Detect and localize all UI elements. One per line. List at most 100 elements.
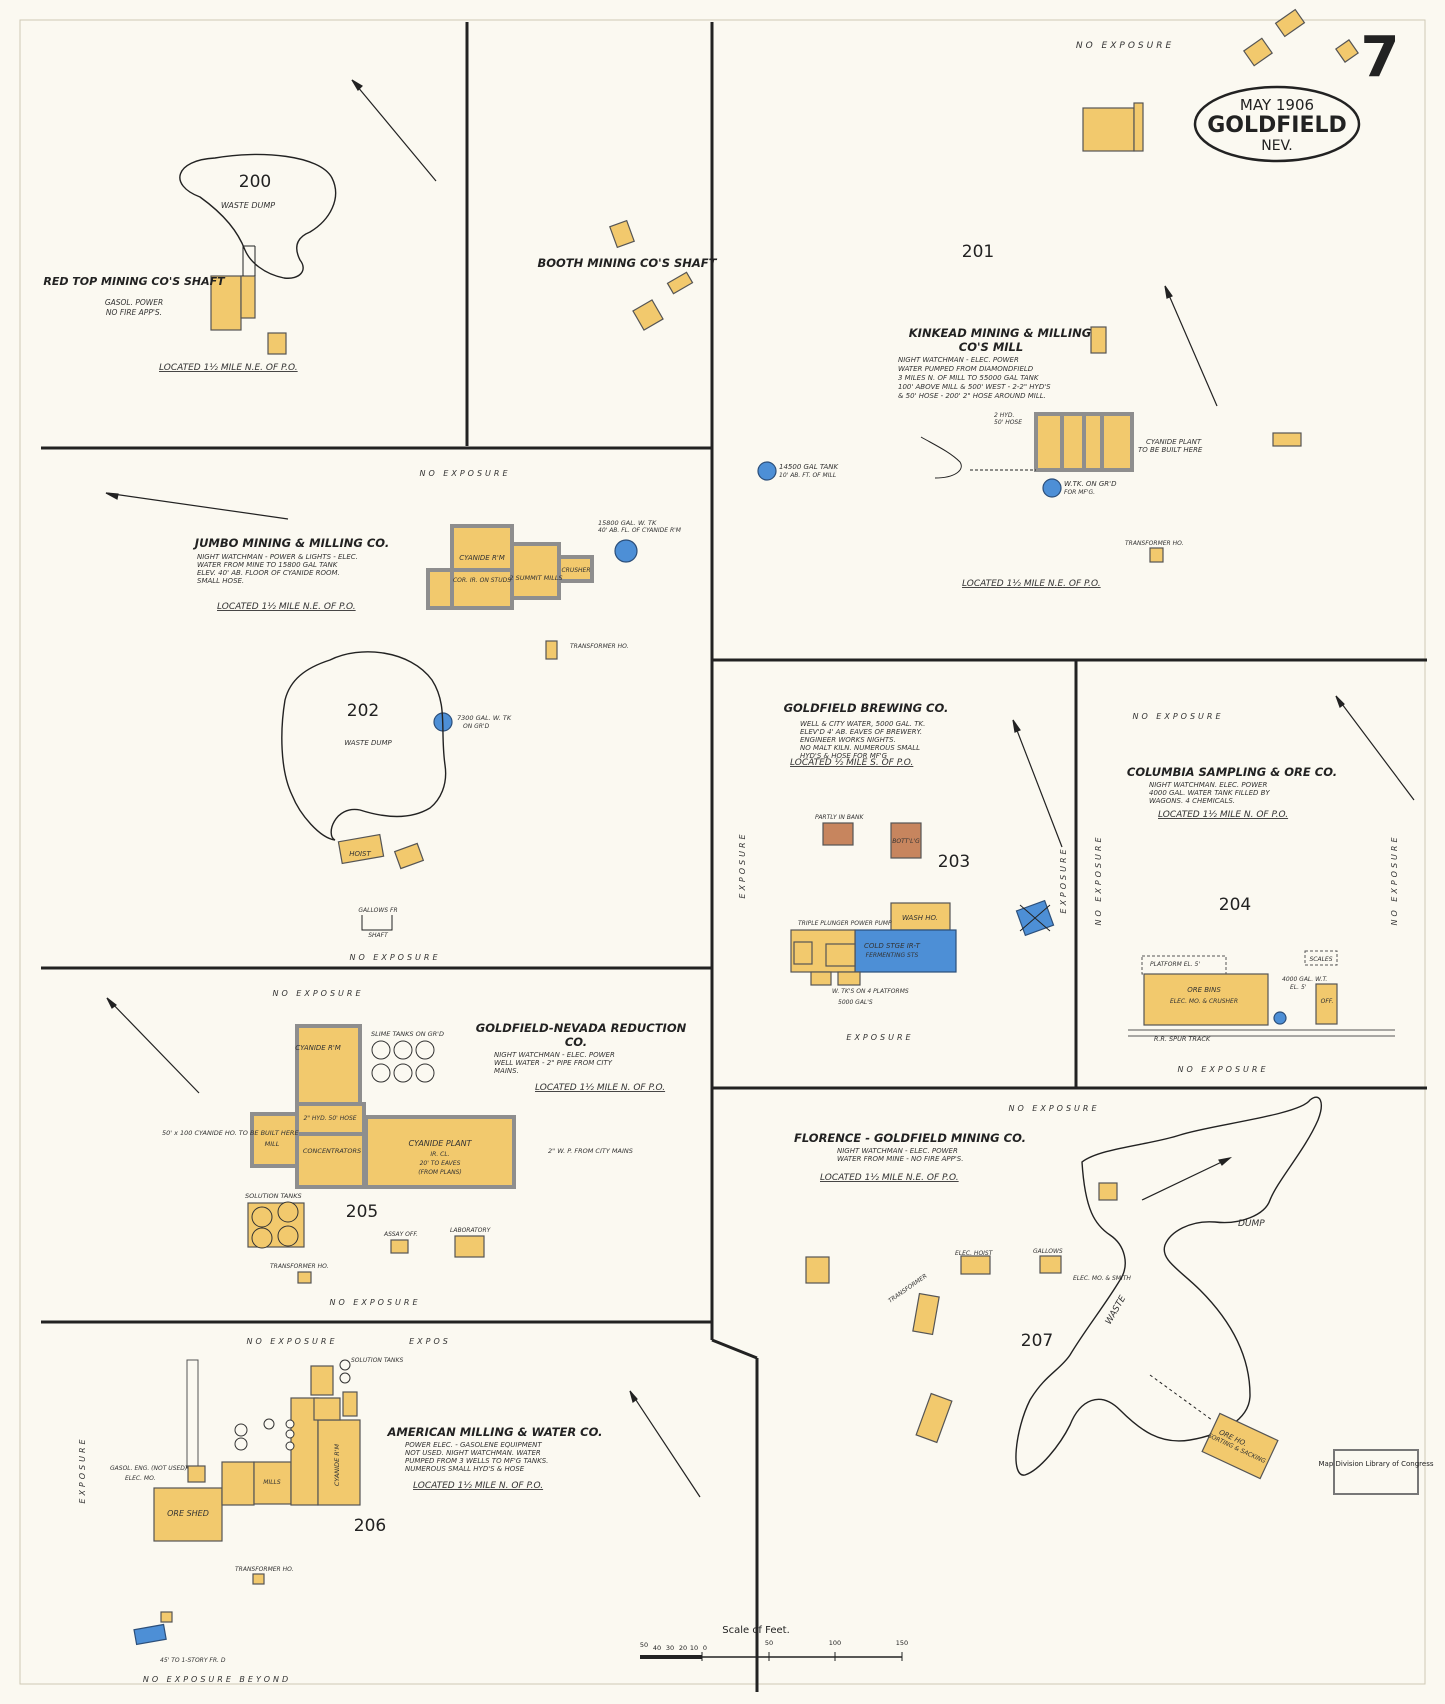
- svg-text:4000 GAL. WATER TANK FILLED BY: 4000 GAL. WATER TANK FILLED BY: [1149, 789, 1270, 797]
- svg-text:OFF.: OFF.: [1321, 998, 1334, 1005]
- svg-text:CRUSHER: CRUSHER: [561, 567, 590, 574]
- map-date: MAY 1906: [1240, 96, 1314, 114]
- svg-text:NO EXPOSURE: NO EXPOSURE: [1177, 1065, 1268, 1074]
- svg-text:7300 GAL. W. TK: 7300 GAL. W. TK: [457, 714, 512, 722]
- svg-text:TRANSFORMER HO.: TRANSFORMER HO.: [570, 643, 629, 650]
- svg-text:5000 GAL'S: 5000 GAL'S: [838, 999, 873, 1006]
- sheet-border: [19, 19, 1426, 1685]
- svg-text:ELEC. MO.: ELEC. MO.: [125, 1475, 156, 1482]
- block-number-206: 206: [354, 1516, 386, 1536]
- svg-text:NO EXPOSURE: NO EXPOSURE: [272, 989, 363, 998]
- svg-text:ORE SHED: ORE SHED: [167, 1509, 209, 1518]
- block-boundaries: [41, 22, 1427, 1692]
- kinkead-located: LOCATED 1½ MILE N.E. OF P.O.: [962, 579, 1101, 589]
- svg-text:GASOL. ENG. (NOT USED): GASOL. ENG. (NOT USED): [110, 1465, 187, 1472]
- svg-text:SMALL HOSE.: SMALL HOSE.: [197, 577, 244, 585]
- svg-text:100' ABOVE MILL & 500' WEST -: 100' ABOVE MILL & 500' WEST - 2-2" HYD'S: [898, 383, 1051, 391]
- svg-text:& 50' HOSE - 200' 2" HOSE AROU: & 50' HOSE - 200' 2" HOSE AROUND MILL.: [898, 392, 1046, 400]
- block-205: NO EXPOSURE GOLDFIELD-NEVADA REDUCTION C…: [162, 989, 687, 1307]
- red-top-located: LOCATED 1½ MILE N.E. OF P.O.: [159, 363, 298, 373]
- no-exposure-top: NO EXPOSURE: [1076, 41, 1174, 51]
- cold-storage: [854, 929, 957, 973]
- svg-text:GALLOWS FR: GALLOWS FR: [358, 907, 397, 914]
- columbia-located: LOCATED 1½ MILE N. OF P.O.: [1158, 810, 1288, 820]
- svg-text:HOIST: HOIST: [349, 850, 371, 858]
- wash-house: [890, 902, 951, 931]
- brewing-title: GOLDFIELD BREWING CO.: [784, 701, 949, 715]
- svg-text:NO EXPOSURE BEYOND: NO EXPOSURE BEYOND: [143, 1675, 291, 1684]
- svg-text:BOTT'L'G: BOTT'L'G: [892, 838, 920, 845]
- svg-text:2 HYD.: 2 HYD.: [994, 412, 1015, 419]
- kinkead-title-1: KINKEAD MINING & MILLING: [909, 326, 1091, 340]
- svg-text:NO EXPOSURE: NO EXPOSURE: [349, 953, 440, 962]
- svg-text:NO EXPOSURE: NO EXPOSURE: [1132, 712, 1223, 721]
- red-top-title: RED TOP MINING CO'S SHAFT: [43, 275, 226, 288]
- svg-text:LABORATORY: LABORATORY: [450, 1227, 492, 1234]
- jumbo-located: LOCATED 1½ MILE N.E. OF P.O.: [217, 602, 356, 612]
- columbia-title: COLUMBIA SAMPLING & ORE CO.: [1127, 765, 1337, 779]
- block-number-205: 205: [346, 1202, 378, 1222]
- block-number-200: 200: [239, 172, 271, 192]
- svg-text:SCALES: SCALES: [1309, 956, 1332, 963]
- map-state: NEV.: [1261, 138, 1293, 154]
- svg-text:50' HOSE: 50' HOSE: [994, 419, 1022, 426]
- block-204: NO EXPOSURE COLUMBIA SAMPLING & ORE CO. …: [1094, 712, 1399, 1074]
- svg-text:HYD'S & HOSE FOR MF'G: HYD'S & HOSE FOR MF'G: [800, 752, 888, 760]
- svg-text:NIGHT WATCHMAN - ELEC. POWER: NIGHT WATCHMAN - ELEC. POWER: [898, 356, 1019, 364]
- svg-text:ENGINEER WORKS NIGHTS.: ENGINEER WORKS NIGHTS.: [800, 736, 896, 744]
- block-number-204: 204: [1219, 895, 1251, 915]
- svg-text:WASTE DUMP: WASTE DUMP: [344, 739, 392, 747]
- booth-shaft: BOOTH MINING CO'S SHAFT: [537, 219, 718, 331]
- title-cartouche: MAY 1906 GOLDFIELD NEV.: [1193, 85, 1361, 163]
- goldfield-nevada-located: LOCATED 1½ MILE N. OF P.O.: [535, 1083, 665, 1093]
- svg-text:0: 0: [703, 1644, 707, 1652]
- florence-title: FLORENCE - GOLDFIELD MINING CO.: [794, 1131, 1026, 1145]
- svg-text:3 MILES N. OF MILL TO 55000 GA: 3 MILES N. OF MILL TO 55000 GAL TANK: [898, 374, 1040, 382]
- svg-text:PARTLY IN BANK: PARTLY IN BANK: [815, 814, 864, 821]
- block-207: NO EXPOSURE FLORENCE - GOLDFIELD MINING …: [794, 1096, 1322, 1480]
- svg-text:COLD STGE IR-T: COLD STGE IR-T: [864, 942, 921, 950]
- svg-text:NO EXPOSURE: NO EXPOSURE: [329, 1298, 420, 1307]
- red-top-note-2: NO FIRE APP'S.: [106, 308, 162, 317]
- svg-text:WATER PUMPED FROM DIAMONDFIELD: WATER PUMPED FROM DIAMONDFIELD: [898, 365, 1034, 373]
- brewing-located: LOCATED ½ MILE S. OF P.O.: [790, 758, 913, 768]
- svg-text:WATER FROM MINE - NO FIRE APP': WATER FROM MINE - NO FIRE APP'S.: [837, 1155, 963, 1163]
- svg-text:EL. 5': EL. 5': [1290, 984, 1307, 991]
- waste-dump-202: [281, 651, 447, 841]
- svg-text:CYANIDE PLANT: CYANIDE PLANT: [408, 1139, 472, 1148]
- svg-text:150: 150: [896, 1639, 908, 1647]
- ore-shed: [153, 1487, 223, 1542]
- svg-text:WATER FROM MINE TO 15800 GAL T: WATER FROM MINE TO 15800 GAL TANK: [197, 561, 339, 569]
- svg-text:CONCENTRATORS: CONCENTRATORS: [303, 1147, 361, 1155]
- svg-text:TRANSFORMER HO.: TRANSFORMER HO.: [235, 1566, 294, 1573]
- svg-text:NO EXPOSURE: NO EXPOSURE: [1390, 834, 1399, 925]
- ore-house: [1201, 1412, 1279, 1480]
- svg-text:ASSAY OFF.: ASSAY OFF.: [383, 1231, 418, 1238]
- water-tank-14500: [757, 461, 777, 481]
- svg-text:40' AB. FL. OF CYANIDE R'M: 40' AB. FL. OF CYANIDE R'M: [598, 527, 682, 534]
- svg-text:POWER ELEC. - GASOLENE EQUIPME: POWER ELEC. - GASOLENE EQUIPMENT: [405, 1441, 542, 1449]
- svg-text:MAINS.: MAINS.: [494, 1067, 519, 1075]
- svg-text:GALLOWS: GALLOWS: [1033, 1248, 1063, 1255]
- block-202: NO EXPOSURE 15800 GAL. W. TK 40' AB. FL.…: [193, 469, 682, 962]
- ore-bins: [1143, 973, 1269, 1026]
- svg-text:ELEC. MO. & CRUSHER: ELEC. MO. & CRUSHER: [1170, 998, 1238, 1005]
- north-arrows: [105, 79, 1415, 1498]
- svg-text:50: 50: [765, 1639, 773, 1647]
- svg-text:20: 20: [679, 1644, 687, 1652]
- svg-text:(FROM PLANS): (FROM PLANS): [418, 1169, 461, 1176]
- block-number-203: 203: [938, 852, 970, 872]
- map-city: GOLDFIELD: [1207, 113, 1347, 138]
- svg-text:EXPOSURE: EXPOSURE: [78, 1436, 87, 1503]
- library-stamp: Map Division Library of Congress: [1318, 1449, 1434, 1495]
- svg-text:SHAFT: SHAFT: [368, 932, 389, 939]
- scale-bar: Scale of Feet. 50 40 30 20 10 0 50 100 1…: [640, 1625, 908, 1661]
- goldfield-nevada-title-2: CO.: [565, 1035, 587, 1049]
- svg-text:30: 30: [666, 1644, 674, 1652]
- svg-text:MILLS: MILLS: [263, 1479, 281, 1486]
- svg-text:TO BE BUILT HERE: TO BE BUILT HERE: [1138, 446, 1203, 454]
- svg-text:NIGHT WATCHMAN. ELEC. POWER: NIGHT WATCHMAN. ELEC. POWER: [1149, 781, 1267, 789]
- svg-text:EXPOSURE: EXPOSURE: [1059, 846, 1068, 913]
- svg-text:NOT USED. NIGHT WATCHMAN. WATE: NOT USED. NIGHT WATCHMAN. WATER: [405, 1449, 541, 1457]
- svg-text:ORE BINS: ORE BINS: [1187, 986, 1221, 994]
